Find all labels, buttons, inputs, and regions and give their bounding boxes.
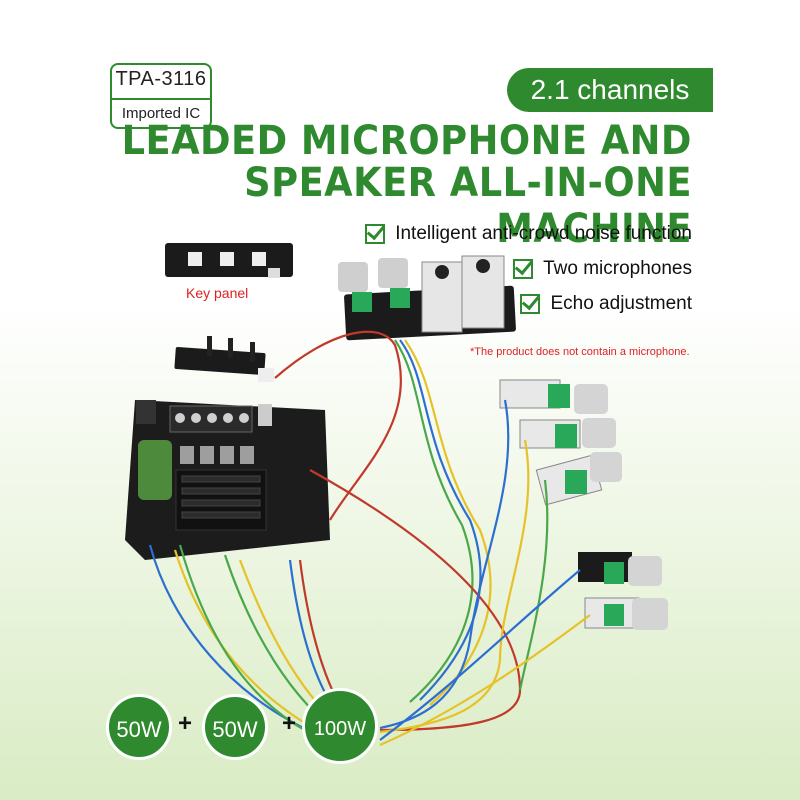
power-badge-middle: 50W	[202, 694, 268, 760]
headline-line-2: SPEAKER ALL-IN-ONE MACHINE	[244, 160, 693, 252]
disclaimer-note: *The product does not contain a micropho…	[470, 346, 690, 358]
feature-item: Echo adjustment	[520, 293, 692, 315]
potentiometer-modules	[499, 379, 668, 630]
checkbox-icon	[365, 224, 386, 244]
feature-item: Intelligent anti-crowd noise function	[365, 223, 692, 245]
button-board	[174, 336, 274, 382]
microphone-module	[338, 255, 516, 341]
key-panel-label: Key panel	[186, 285, 249, 301]
headline-line-1: LEADED MICROPHONE AND	[121, 118, 692, 164]
feature-label: Echo adjustment	[550, 293, 692, 314]
plus-sign: +	[282, 710, 297, 737]
feature-item: Two microphones	[513, 258, 692, 280]
power-badge-right: 100W	[302, 688, 378, 764]
checkbox-icon	[520, 294, 541, 314]
power-badge-left: 50W	[106, 694, 172, 760]
feature-label: Intelligent anti-crowd noise function	[395, 223, 692, 244]
checkbox-icon	[513, 259, 534, 279]
badge-divider	[112, 98, 210, 100]
ic-badge: TPA-3116 Imported IC	[110, 63, 212, 129]
ic-subtitle: Imported IC	[121, 105, 201, 122]
amplifier-board	[125, 400, 330, 560]
ic-name: TPA-3116	[115, 68, 207, 90]
feature-label: Two microphones	[543, 258, 692, 279]
key-panel-board	[165, 243, 293, 278]
channels-badge: 2.1 channels	[507, 68, 713, 112]
plus-sign: +	[178, 710, 193, 737]
